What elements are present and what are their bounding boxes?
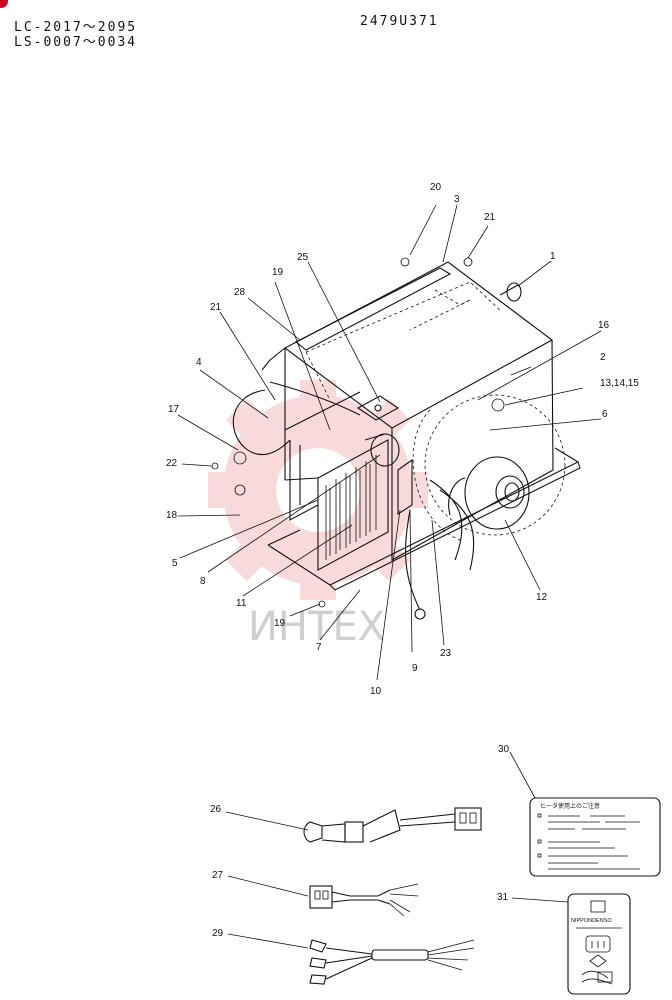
ground-wire-9 [404,509,421,611]
serial-range-2: LS-0007〜0034 [14,35,138,50]
front-bracket [284,391,361,521]
caution-label-30: ヒータ使用上のご注意 [509,751,661,877]
callout-30: 30 [498,744,510,755]
decal-31-brand: NIPPONDENSO [571,918,612,924]
callout-4: 4 [196,357,202,368]
drawing-number: 2479U371 [360,14,439,29]
blower-motor [448,456,530,530]
callout-23: 23 [440,648,452,659]
callout-8: 8 [200,576,206,587]
hose-4 [232,389,291,456]
callout-29: 29 [212,928,224,939]
callout-25: 25 [297,252,309,263]
decal-31: NIPPONDENSO [511,893,631,995]
harness-29 [227,933,475,985]
callout-19-bottom: 19 [274,618,286,629]
callout-5: 5 [172,558,178,569]
callout-31: 31 [497,892,509,903]
corner-badge [0,0,8,8]
switch-26 [225,807,482,843]
callout-3: 3 [454,194,460,205]
callout-26: 26 [210,804,222,815]
callout-13-14-15: 13,14,15 [600,378,639,389]
callout-2: 2 [600,352,606,363]
callout-18: 18 [166,510,178,521]
callout-22: 22 [166,458,178,469]
wire-harness-23 [429,479,475,571]
heater-housing [261,261,581,591]
serial-range-1: LC-2017〜2095 [14,20,138,35]
callout-1: 1 [550,251,556,262]
callout-20: 20 [430,182,442,193]
callout-19-top: 19 [272,267,284,278]
callout-16: 16 [598,320,610,331]
svg-text:ヒータ使用上のご注意: ヒータ使用上のご注意 [540,802,600,810]
watermark-text: ИНTEX [248,604,385,650]
callout-12: 12 [536,592,548,603]
callout-21-right: 21 [484,212,496,223]
callout-10: 10 [370,686,382,697]
harness-27 [227,875,419,917]
callout-17: 17 [168,404,180,415]
callout-7: 7 [316,642,322,653]
callout-6: 6 [602,409,608,420]
callout-27: 27 [212,870,224,881]
heater-core [317,439,389,571]
callout-9: 9 [412,663,418,674]
callout-28: 28 [234,287,246,298]
callout-21-left: 21 [210,302,222,313]
callout-11: 11 [236,598,247,609]
valve-8 [364,433,400,467]
